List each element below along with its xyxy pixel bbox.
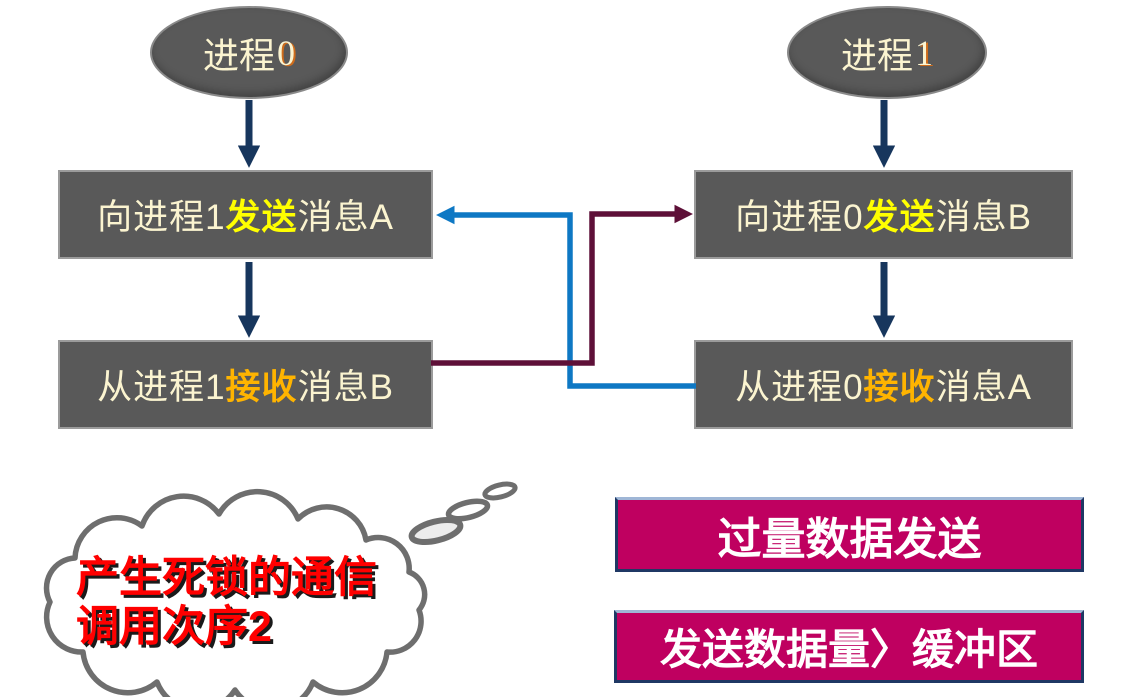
box-right-send-suffix: 消息B [935, 198, 1032, 237]
box-left-receive-highlight: 接收 [225, 368, 298, 407]
box-left-send-highlight: 发送 [225, 198, 298, 237]
box-right-receive-suffix: 消息A [935, 368, 1032, 407]
banner-excess-data-send: 过量数据发送 [615, 497, 1084, 572]
thought-bubble-medium-icon [445, 498, 491, 522]
connector-leftreceive-to-rightsend-icon [431, 204, 693, 366]
process-1-digit: 1 [915, 32, 933, 73]
thought-bubble-large-icon [408, 516, 464, 546]
thought-bubble-small-icon [482, 481, 518, 501]
box-left-send-prefix: 向进程1 [97, 198, 226, 237]
box-right-send-highlight: 发送 [863, 198, 936, 237]
callout-line2: 调用次序2 [76, 603, 272, 651]
box-right-send-prefix: 向进程0 [735, 198, 864, 237]
callout-line1: 产生死锁的通信 [76, 554, 377, 602]
banner-excess-data-send-label: 过量数据发送 [717, 514, 982, 564]
process-0-label: 进程 [202, 35, 275, 76]
callout-text: 产生死锁的通信 调用次序2 [76, 554, 377, 652]
box-right-receive-prefix: 从进程0 [735, 368, 864, 407]
box-right-receive-highlight: 接收 [863, 368, 936, 407]
banner-send-volume-gt-buffer-label: 发送数据量〉缓冲区 [659, 626, 1038, 673]
box-left-receive-suffix: 消息B [297, 368, 394, 407]
box-left-send-suffix: 消息A [297, 198, 394, 237]
process-1-label: 进程 [840, 35, 913, 76]
box-left-receive-prefix: 从进程1 [97, 368, 226, 407]
process-0-digit: 0 [277, 32, 295, 73]
connector-rightreceive-to-leftsend-icon [436, 205, 696, 389]
banner-send-volume-gt-buffer: 发送数据量〉缓冲区 [614, 610, 1084, 683]
